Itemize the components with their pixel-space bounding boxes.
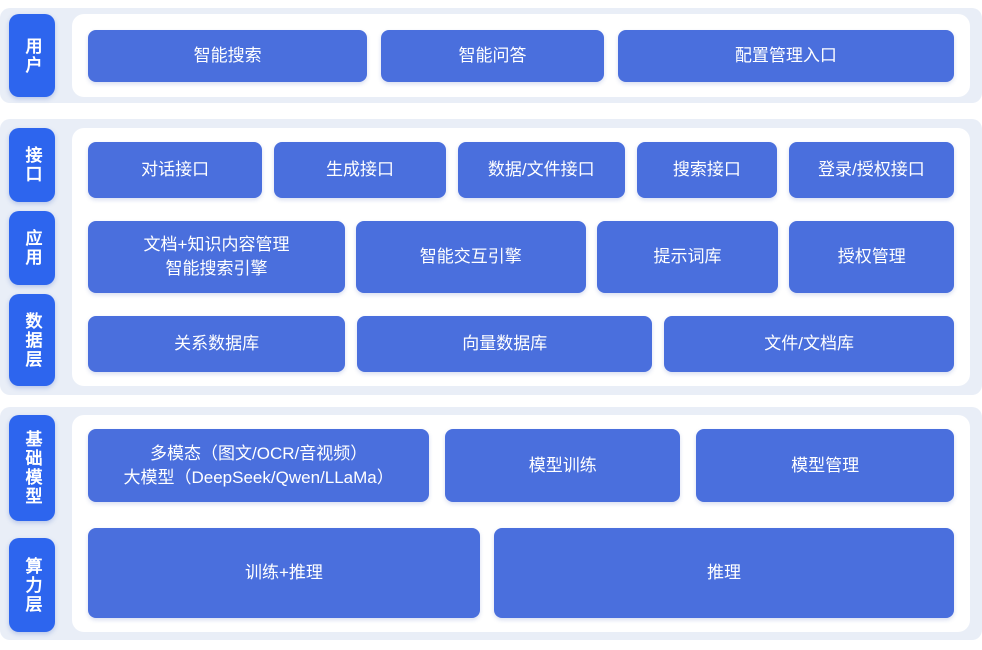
box-login-auth-api: 登录/授权接口: [788, 142, 954, 198]
box-doc-knowledge-line1: 文档+知识内容管理: [143, 235, 290, 255]
box-multimodal-llm-line1: 多模态（图文/OCR/音视频）: [150, 443, 368, 463]
section-interface-application-data: 接口 应用 数据层 对话接口 生成接口 数据/文件接口 搜索接口 登录/授权接口…: [0, 119, 982, 395]
box-doc-knowledge-line2: 智能搜索引擎: [165, 259, 268, 278]
layer-label-foundation-model: 基础模型: [9, 415, 55, 521]
box-auth-management: 授权管理: [789, 221, 954, 293]
box-smart-search: 智能搜索: [88, 29, 368, 82]
bottom-label-column: 基础模型 算力层: [9, 415, 55, 632]
user-layer-panel: 智能搜索 智能问答 配置管理入口: [72, 14, 970, 97]
box-vector-database: 向量数据库: [357, 316, 653, 372]
box-training-plus-inference: 训练+推理: [88, 528, 480, 618]
box-prompt-library: 提示词库: [596, 221, 779, 293]
box-config-management-entry: 配置管理入口: [617, 29, 954, 82]
box-multimodal-llm-line2: 大模型（DeepSeek/Qwen/LLaMa）: [123, 467, 394, 487]
user-layer-row: 智能搜索 智能问答 配置管理入口: [88, 29, 954, 82]
layer-label-compute-layer: 算力层: [9, 538, 55, 632]
middle-label-column: 接口 应用 数据层: [9, 128, 55, 386]
foundation-model-row: 多模态（图文/OCR/音视频） 大模型（DeepSeek/Qwen/LLaMa）…: [88, 429, 954, 502]
data-layer-row: 关系数据库 向量数据库 文件/文档库: [88, 316, 954, 372]
box-data-file-api: 数据/文件接口: [457, 142, 625, 198]
box-model-management: 模型管理: [696, 429, 954, 502]
compute-layer-row: 训练+推理 推理: [88, 528, 954, 618]
bottom-panel: 多模态（图文/OCR/音视频） 大模型（DeepSeek/Qwen/LLaMa）…: [72, 415, 970, 632]
box-search-api: 搜索接口: [636, 142, 777, 198]
box-smart-qa: 智能问答: [381, 29, 604, 82]
box-relational-database: 关系数据库: [88, 316, 346, 372]
box-dialog-api: 对话接口: [88, 142, 263, 198]
layer-label-user: 用户: [9, 14, 55, 97]
layer-label-interface: 接口: [9, 128, 55, 202]
box-file-document-store: 文件/文档库: [664, 316, 954, 372]
section-foundation-model-compute: 基础模型 算力层 多模态（图文/OCR/音视频） 大模型（DeepSeek/Qw…: [0, 407, 982, 640]
middle-panel: 对话接口 生成接口 数据/文件接口 搜索接口 登录/授权接口 文档+知识内容管理…: [72, 128, 970, 386]
user-layer-label-column: 用户: [9, 14, 55, 97]
box-smart-interaction-engine: 智能交互引擎: [356, 221, 586, 293]
box-model-training: 模型训练: [445, 429, 681, 502]
section-user-layer: 用户 智能搜索 智能问答 配置管理入口: [0, 8, 982, 103]
application-row: 文档+知识内容管理 智能搜索引擎 智能交互引擎 提示词库 授权管理: [88, 221, 954, 293]
layer-label-data-layer: 数据层: [9, 294, 55, 386]
interface-row: 对话接口 生成接口 数据/文件接口 搜索接口 登录/授权接口: [88, 142, 954, 198]
layer-label-application: 应用: [9, 211, 55, 285]
box-generation-api: 生成接口: [274, 142, 446, 198]
box-multimodal-llm: 多模态（图文/OCR/音视频） 大模型（DeepSeek/Qwen/LLaMa）: [88, 429, 430, 502]
box-doc-knowledge-search-engine: 文档+知识内容管理 智能搜索引擎: [88, 221, 346, 293]
box-inference: 推理: [493, 528, 954, 618]
